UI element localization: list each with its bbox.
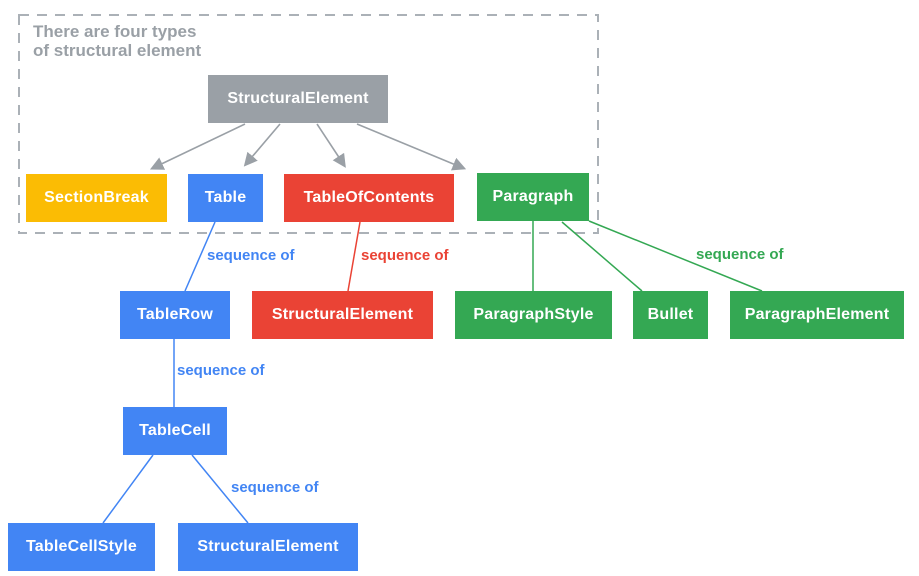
- node-structural-element-cell: StructuralElement: [178, 523, 358, 571]
- node-table-of-contents: TableOfContents: [284, 174, 454, 222]
- node-paragraph-style: ParagraphStyle: [455, 291, 612, 339]
- annotation-note-line1: There are four types: [33, 22, 197, 41]
- node-table-cell-style: TableCellStyle: [8, 523, 155, 571]
- edge-toc-to-structuralelement: [347, 221, 361, 292]
- node-structural-element-toc: StructuralElement: [252, 291, 433, 339]
- node-paragraph-element: ParagraphElement: [730, 291, 904, 339]
- edge-tablecell-to-structuralelement: [191, 454, 249, 524]
- node-structural-element-root: StructuralElement: [208, 75, 388, 123]
- node-table: Table: [188, 174, 263, 222]
- edge-label-tablerow-sequence-of: sequence of: [177, 362, 265, 379]
- edge-label-table-sequence-of: sequence of: [207, 247, 295, 264]
- edge-label-toc-sequence-of: sequence of: [361, 247, 449, 264]
- edge-table-to-tablerow: [184, 221, 216, 292]
- edge-label-paragraph-sequence-of: sequence of: [696, 246, 784, 263]
- annotation-note: There are four types of structural eleme…: [33, 22, 201, 60]
- node-table-cell: TableCell: [123, 407, 227, 455]
- edge-root-to-table: [243, 123, 281, 167]
- edge-paragraph-to-paragraphelement: [588, 220, 763, 292]
- annotation-dashed-box: [18, 14, 599, 234]
- annotation-note-line2: of structural element: [33, 41, 202, 60]
- node-section-break: SectionBreak: [26, 174, 167, 222]
- edge-root-to-paragraph: [356, 123, 467, 171]
- node-paragraph: Paragraph: [477, 173, 589, 221]
- edge-root-to-sectionbreak: [149, 123, 246, 170]
- node-table-row: TableRow: [120, 291, 230, 339]
- node-bullet: Bullet: [633, 291, 708, 339]
- edge-tablecell-to-tablecellstyle: [102, 454, 154, 524]
- edge-root-to-tableofcontents: [316, 123, 346, 168]
- edge-label-tablecell-sequence-of: sequence of: [231, 479, 319, 496]
- edge-paragraph-to-bullet: [561, 221, 643, 292]
